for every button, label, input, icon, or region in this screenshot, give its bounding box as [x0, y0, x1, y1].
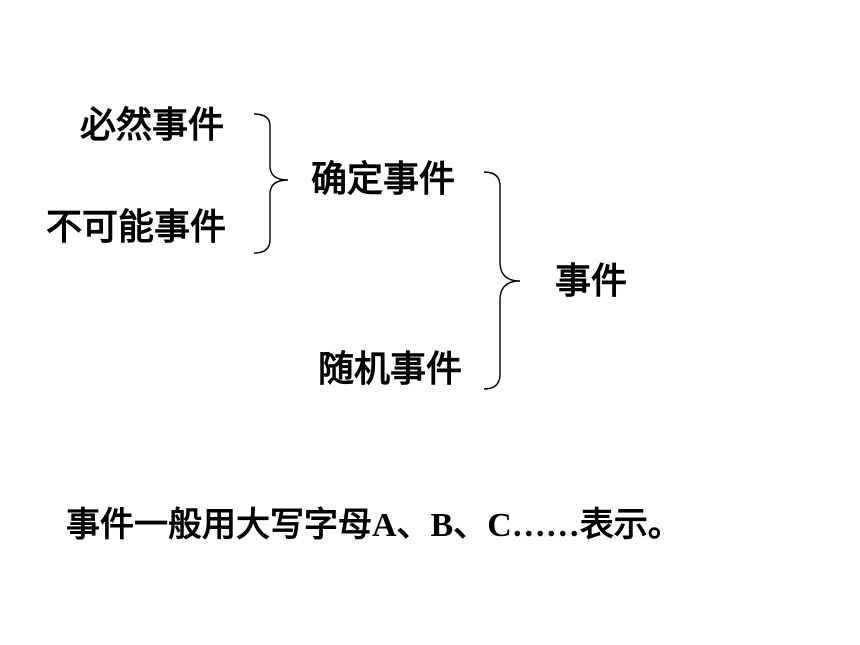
notation-note-prefix: 事件一般用大写字母	[66, 505, 372, 545]
certain-event-label: 必然事件	[80, 105, 225, 146]
notation-note-suffix: 表示。	[579, 505, 682, 545]
impossible-event-label: 不可能事件	[46, 207, 227, 248]
random-event-label: 随机事件	[318, 349, 463, 390]
event-root-label: 事件	[555, 261, 628, 302]
notation-note-letters: A、B、C……	[372, 507, 580, 544]
determined-event-label: 确定事件	[311, 159, 456, 200]
notation-note: 事件一般用大写字母A、B、C……表示。	[66, 505, 682, 546]
brace-determined	[253, 113, 289, 254]
brace-event	[483, 171, 521, 390]
